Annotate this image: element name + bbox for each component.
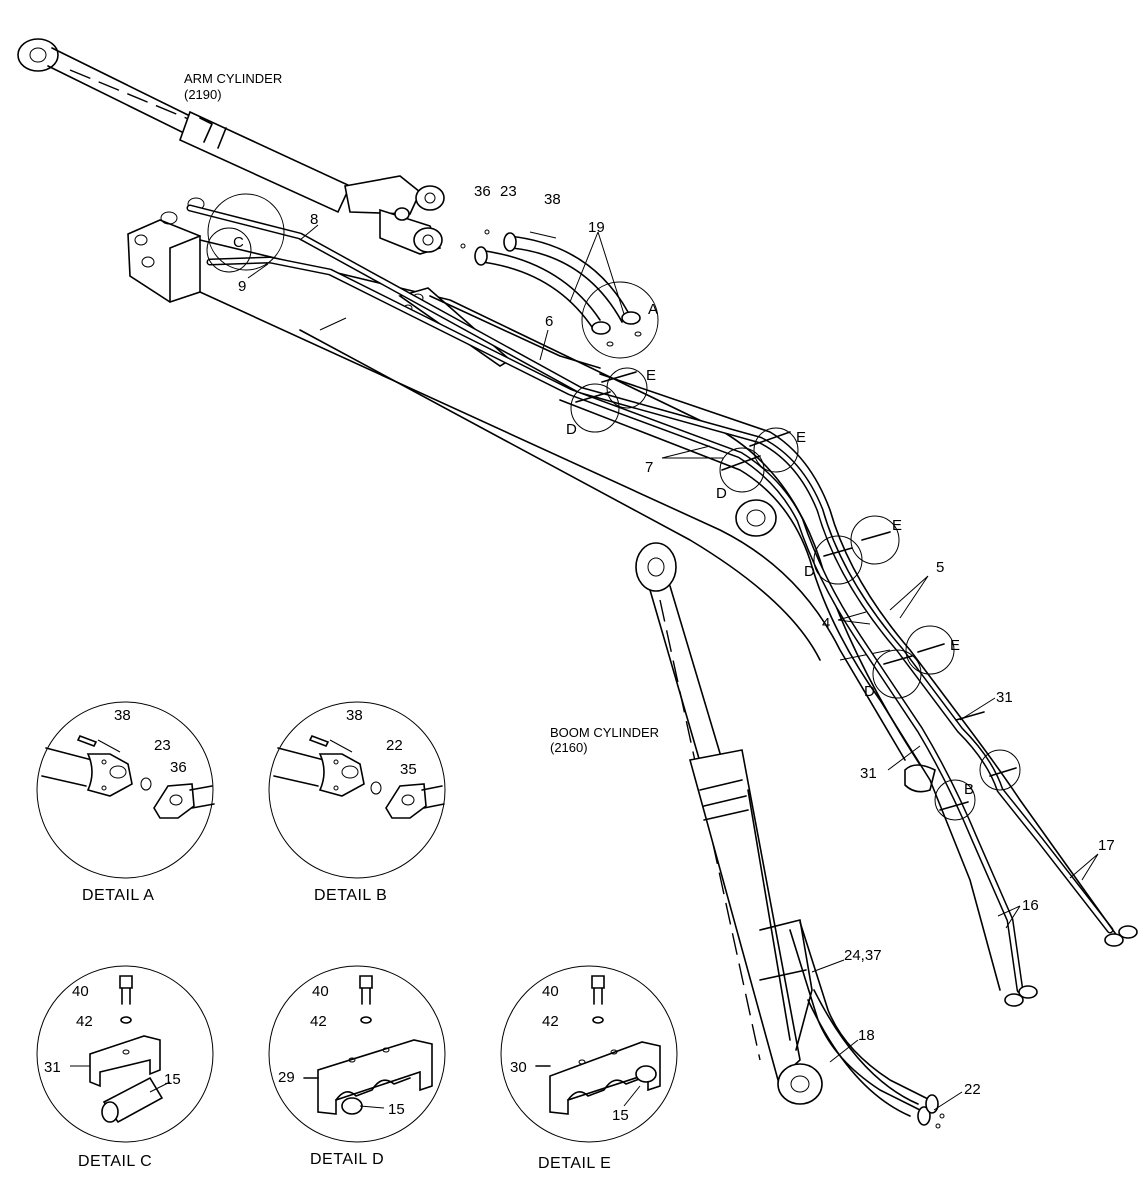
- callout-18: 18: [858, 1027, 875, 1044]
- detail-d-clamp-label: 29: [278, 1069, 295, 1086]
- detail-e: [500, 965, 678, 1143]
- detail-e-tube-label: 15: [612, 1107, 629, 1124]
- callout-19: 19: [588, 219, 605, 236]
- callout-23: 23: [500, 183, 517, 200]
- boom-cylinder-name: BOOM CYLINDER: [550, 725, 659, 740]
- arm-cylinder: [17, 38, 445, 255]
- detail-c-tube-label: 15: [164, 1071, 181, 1088]
- detail-ref-b: B: [964, 781, 974, 798]
- detail-e-caption: DETAIL E: [538, 1155, 611, 1172]
- callout-leaders: [247, 224, 1099, 1111]
- detail-ref-a: A: [648, 301, 658, 318]
- detail-e-bolt-label: 40: [542, 983, 559, 1000]
- callout-22: 22: [964, 1081, 981, 1098]
- detail-b-oring-label: 35: [400, 761, 417, 778]
- callout-31-upper: 31: [996, 689, 1013, 706]
- callout-7: 7: [645, 459, 653, 476]
- detail-a-oring-label: 36: [170, 759, 187, 776]
- detail-b-bolt-label: 38: [346, 707, 363, 724]
- detail-e-washer-label: 42: [542, 1013, 559, 1030]
- callout-8: 8: [310, 211, 318, 228]
- arm-cylinder-name: ARM CYLINDER: [184, 71, 282, 86]
- detail-ref-e2: E: [796, 429, 806, 446]
- detail-ref-e3: E: [892, 517, 902, 534]
- boom-cylinder-code: (2160): [550, 740, 588, 755]
- callout-31-lower: 31: [860, 765, 877, 782]
- hose-ends: [1004, 925, 1138, 1007]
- detail-c-bolt-label: 40: [72, 983, 89, 1000]
- detail-b: [268, 701, 446, 879]
- detail-b-flange-label: 22: [386, 737, 403, 754]
- callout-24-37: 24,37: [844, 947, 882, 964]
- detail-ref-c: C: [233, 234, 244, 251]
- detail-d-bolt-label: 40: [312, 983, 329, 1000]
- detail-a: [36, 701, 215, 879]
- callout-17: 17: [1098, 837, 1115, 854]
- detail-ref-d1: D: [566, 421, 577, 438]
- detail-b-caption: DETAIL B: [314, 887, 387, 904]
- detail-c-clamp-label: 31: [44, 1059, 61, 1076]
- callout-4: 4: [822, 615, 830, 632]
- detail-c-washer-label: 42: [76, 1013, 93, 1030]
- detail-c: [36, 965, 214, 1143]
- detail-c-caption: DETAIL C: [78, 1153, 152, 1170]
- detail-ref-d3: D: [804, 563, 815, 580]
- callout-36: 36: [474, 183, 491, 200]
- detail-ref-d4: D: [864, 683, 875, 700]
- detail-a-bolt-label: 38: [114, 707, 131, 724]
- detail-ref-e1: E: [646, 367, 656, 384]
- detail-a-flange-label: 23: [154, 737, 171, 754]
- detail-ref-d2: D: [716, 485, 727, 502]
- detail-d-tube-label: 15: [388, 1101, 405, 1118]
- detail-markers: [206, 193, 1021, 821]
- detail-a-caption: DETAIL A: [82, 887, 154, 904]
- detail-d: [268, 965, 446, 1143]
- detail-d-washer-label: 42: [310, 1013, 327, 1030]
- callout-38: 38: [544, 191, 561, 208]
- callout-16: 16: [1022, 897, 1039, 914]
- pipe-lines: [186, 204, 1121, 994]
- boom-cylinder: [635, 542, 945, 1129]
- detail-ref-e4: E: [950, 637, 960, 654]
- arm-cylinder-code: (2190): [184, 87, 222, 102]
- callout-5: 5: [936, 559, 944, 576]
- callout-6: 6: [545, 313, 553, 330]
- callout-9: 9: [238, 278, 246, 295]
- detail-e-clamp-label: 30: [510, 1059, 527, 1076]
- detail-d-caption: DETAIL D: [310, 1151, 384, 1168]
